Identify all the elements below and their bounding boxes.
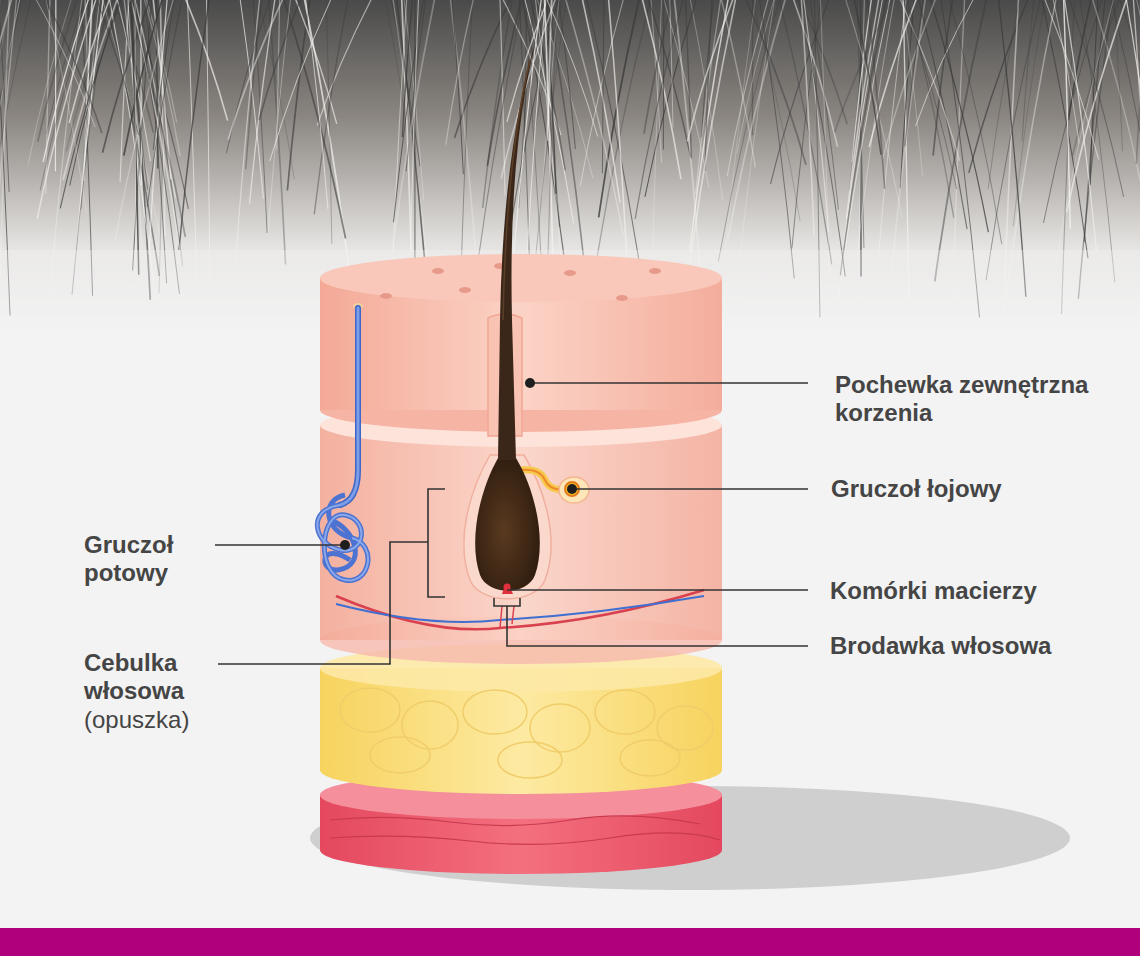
hair-strand: [187, 0, 196, 279]
hair-strand: [268, 0, 285, 264]
hair-strand: [147, 0, 182, 207]
hair-strand: [891, 0, 925, 274]
hair-strand: [317, 0, 373, 126]
hair-strand: [1111, 0, 1140, 280]
hair-strand: [948, 0, 1001, 244]
hair-strand: [915, 0, 975, 126]
hair-strand: [134, 0, 180, 294]
hair-strand: [545, 0, 598, 137]
hair-strand: [294, 0, 337, 124]
hair-strand: [66, 0, 115, 152]
hair-strand: [446, 0, 475, 145]
hair-strand: [935, 0, 988, 281]
hair-strand: [179, 0, 210, 250]
hair-strand: [304, 0, 350, 273]
hair-strand: [670, 0, 673, 127]
hair-strand: [43, 0, 102, 133]
hair-strand: [917, 0, 967, 229]
hair-strand: [1068, 0, 1124, 197]
hair-strand: [246, 0, 262, 169]
hair-strand: [250, 0, 276, 204]
hair-strand: [55, 0, 57, 171]
hair-strand: [206, 0, 210, 291]
hair-strand: [801, 0, 814, 235]
hair-strand: [259, 0, 302, 120]
hair-strand: [1051, 0, 1115, 291]
hair-strand: [270, 0, 333, 161]
hair-strand: [1136, 0, 1140, 269]
hair-strand: [526, 0, 546, 276]
hair-strand: [536, 0, 567, 255]
hair-strand: [867, 0, 885, 189]
hair-strand: [28, 0, 72, 164]
hair-strand: [635, 0, 684, 219]
hair-strand: [461, 0, 472, 265]
part-label: (opuszka): [84, 706, 234, 734]
hair-strand: [115, 0, 175, 241]
hair-strand: [1064, 0, 1097, 251]
hair-strand: [905, 0, 924, 146]
hair-strand: [644, 0, 673, 134]
hair-strand: [452, 0, 464, 174]
hair-strand: [1126, 0, 1140, 193]
hair-strand: [0, 0, 22, 242]
hair-strand: [853, 0, 881, 155]
part-label: Gruczoł potowy: [84, 531, 209, 587]
hair-strand: [645, 0, 698, 197]
hair-strand: [564, 0, 623, 236]
hair-strand: [1067, 0, 1128, 212]
hair-strand: [674, 0, 700, 273]
hair-strand: [798, 0, 845, 276]
hair-strand: [1118, 0, 1140, 137]
hair-strand: [727, 0, 769, 176]
hair-strand: [501, 0, 557, 179]
hair-strand: [283, 0, 346, 239]
hair-strand: [602, 0, 604, 173]
hair-strand: [751, 0, 800, 222]
hair-strand: [314, 0, 348, 214]
hair-strand: [809, 0, 838, 210]
hair-strand: [835, 0, 895, 132]
hair-strand: [0, 0, 17, 286]
hair-strand: [663, 0, 709, 188]
hair-strand: [728, 0, 786, 239]
hair-strand: [394, 0, 425, 222]
part-label: Brodawka włosowa: [830, 632, 1120, 660]
hair-strand: [1114, 0, 1123, 151]
hair-strand: [410, 0, 419, 267]
hair-strand: [95, 0, 138, 135]
part-label: Komórki macierzy: [830, 577, 1120, 605]
hair-strand: [720, 0, 755, 167]
hair-strand: [759, 0, 794, 278]
hair-strand: [744, 0, 806, 165]
hair-strand: [547, 0, 557, 279]
hair-strand: [103, 0, 152, 153]
part-label: Gruczoł łojowy: [831, 475, 1111, 503]
hair-strand: [228, 0, 285, 140]
hair-strand: [1133, 0, 1140, 250]
part-label: Pochewka zewnętrzna korzenia: [835, 371, 1115, 427]
hair-strand: [1136, 0, 1140, 164]
hair-strand: [414, 0, 416, 286]
hair-strand: [305, 0, 328, 209]
hair-strand: [406, 0, 426, 171]
hair-strand: [687, 0, 734, 141]
hair-strand: [507, 0, 549, 122]
hair-strand: [268, 0, 291, 235]
hair-strand: [535, 0, 593, 178]
hair-strand: [105, 0, 159, 276]
part-label: Cebulka włosowa: [84, 649, 214, 705]
hair-strand: [0, 0, 9, 277]
hair-strand: [1072, 0, 1120, 156]
hair-strand: [906, 0, 954, 218]
hair-strand: [45, 0, 86, 212]
hair-strand: [608, 0, 627, 272]
